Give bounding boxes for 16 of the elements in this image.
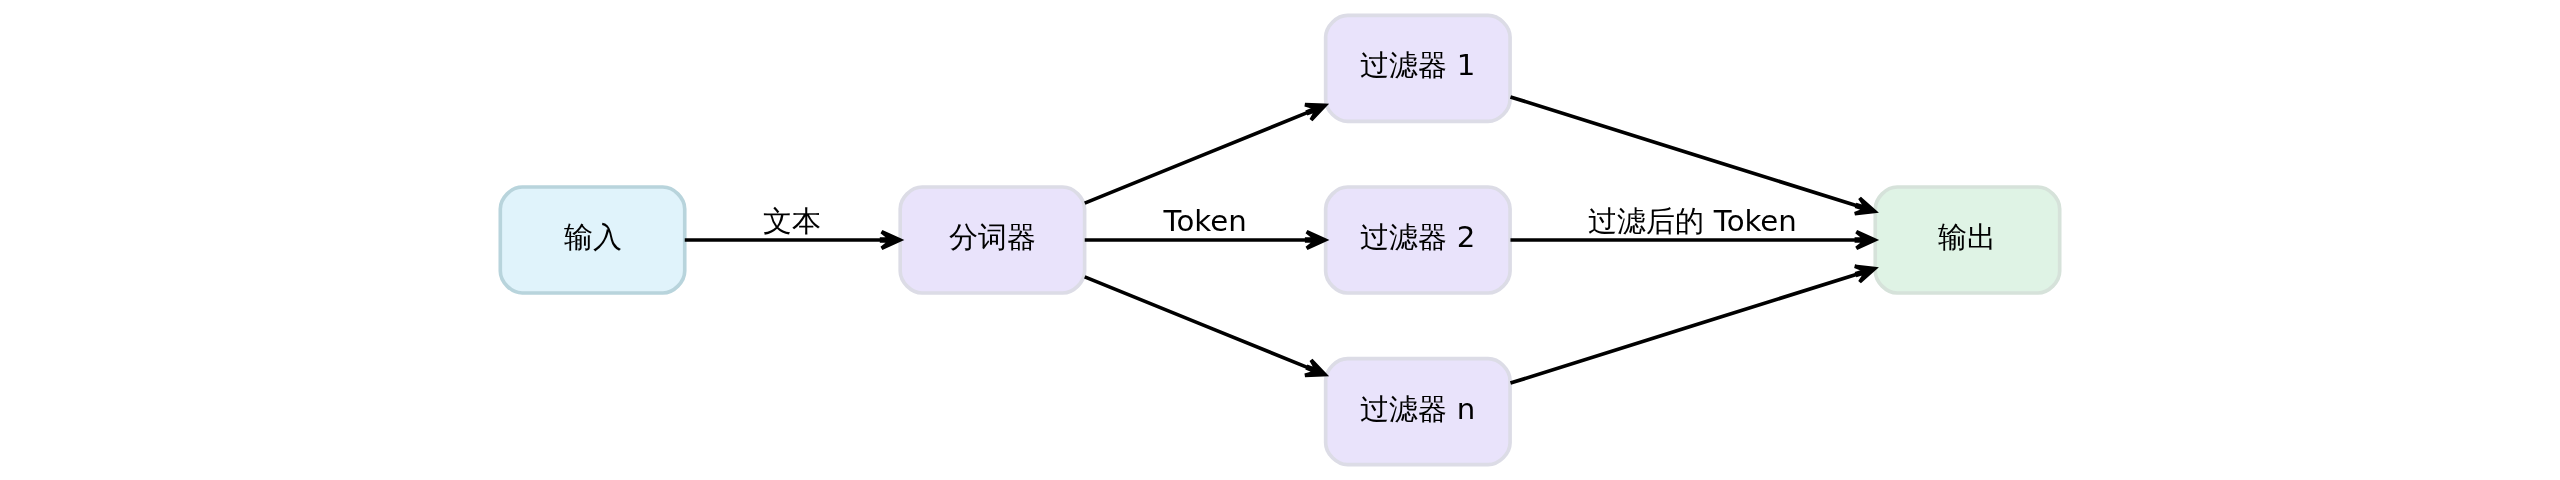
node-box: 过滤器 2: [1323, 185, 1512, 295]
node-box: 输入: [498, 185, 687, 295]
arrow: [1509, 95, 1877, 216]
arrow: [684, 229, 902, 251]
arrow: [1084, 275, 1327, 378]
arrow: [1510, 229, 1877, 251]
arrow: [1084, 229, 1327, 251]
node-box: 输出: [1873, 185, 2062, 295]
arrow: [1509, 264, 1877, 385]
node-box: 过滤器 n: [1323, 356, 1512, 467]
node-box: 分词器: [898, 185, 1087, 295]
edge-label: Token: [1163, 203, 1247, 238]
node-box: 过滤器 1: [1323, 13, 1512, 124]
arrow: [1084, 102, 1327, 205]
edge-label: 文本: [763, 203, 822, 238]
edge-label: 过滤后的 Token: [1588, 203, 1797, 238]
